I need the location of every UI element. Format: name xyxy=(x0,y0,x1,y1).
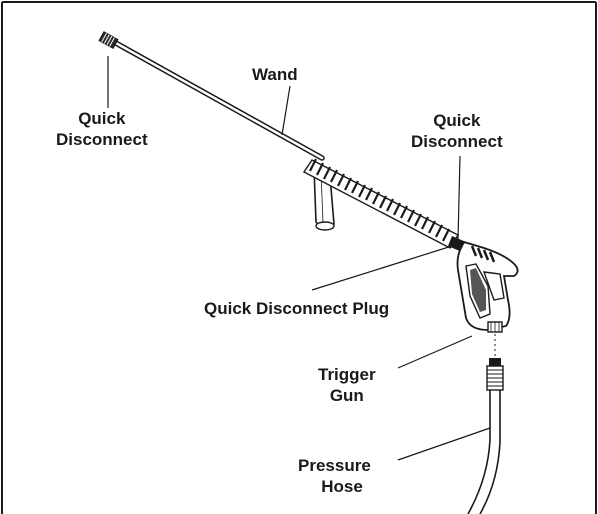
label-wand: Wand xyxy=(252,64,298,85)
label-pressure-hose-line2: Hose xyxy=(321,477,363,496)
leader-quick-disconnect-right xyxy=(457,155,461,241)
leader-quick-disconnect-plug xyxy=(311,245,453,291)
label-pressure-hose: Pressure Hose xyxy=(298,455,371,497)
label-trigger-gun-line1: Trigger xyxy=(318,365,376,384)
leader-lines xyxy=(107,56,491,461)
label-quick-disconnect-right: Quick Disconnect xyxy=(411,110,503,152)
wand-tube xyxy=(111,39,325,161)
label-quick-disconnect-plug: Quick Disconnect Plug xyxy=(204,298,389,319)
label-quick-disconnect-left-line2: Disconnect xyxy=(56,130,148,149)
leader-wand xyxy=(281,85,291,136)
label-quick-disconnect-right-line2: Disconnect xyxy=(411,132,503,151)
leader-pressure-hose xyxy=(397,427,491,461)
label-quick-disconnect-plug-text: Quick Disconnect Plug xyxy=(204,299,390,318)
label-trigger-gun: Trigger Gun xyxy=(318,364,376,406)
label-quick-disconnect-left: Quick Disconnect xyxy=(56,108,148,150)
wand-coil-insulation xyxy=(302,158,459,249)
trigger-gun-body xyxy=(456,240,519,333)
left-quick-disconnect-fitting xyxy=(98,31,119,49)
label-quick-disconnect-left-line1: Quick xyxy=(78,109,126,128)
label-quick-disconnect-right-line1: Quick xyxy=(433,111,481,130)
label-trigger-gun-line2: Gun xyxy=(329,386,364,405)
pressure-hose xyxy=(467,390,501,514)
label-wand-text: Wand xyxy=(252,65,298,84)
leader-trigger-gun xyxy=(397,335,473,369)
label-pressure-hose-line1: Pressure xyxy=(298,456,371,475)
pressure-hose-fitting xyxy=(486,358,504,391)
